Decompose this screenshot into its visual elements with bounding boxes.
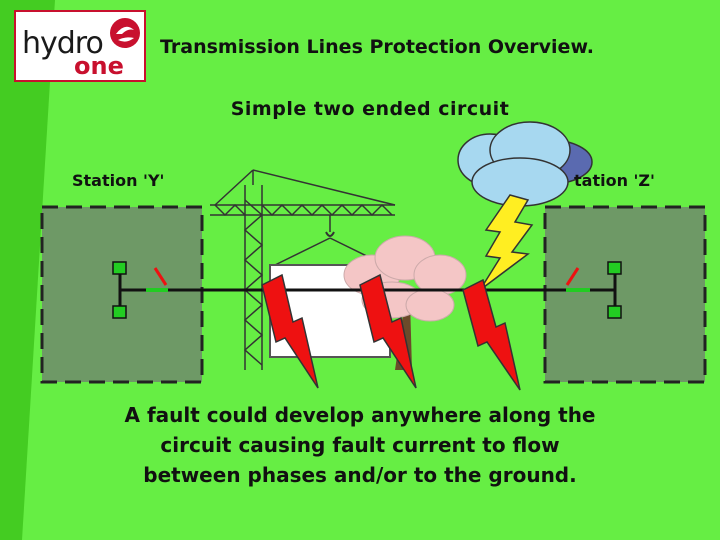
page-title: Transmission Lines Protection Overview. (160, 36, 594, 58)
caption-line-3: between phases and/or to the ground. (143, 463, 577, 487)
diagram-subtitle: Simple two ended circuit (230, 98, 510, 120)
station-z-open-switch (565, 267, 580, 286)
station-y-bottom-node (112, 305, 127, 319)
storm-cloud-icon (457, 121, 593, 207)
station-y-label: Station 'Y' (72, 171, 165, 190)
station-y-box (40, 205, 204, 384)
fault-bolt-3 (462, 278, 521, 391)
station-z-box (543, 205, 707, 384)
caption-line-1: A fault could develop anywhere along the (124, 403, 596, 427)
station-z-equipment (565, 261, 622, 319)
station-y-top-node (112, 261, 127, 275)
crane-icon (210, 169, 396, 370)
lightning-bolt-icon (479, 194, 534, 291)
logo-word-one: one (74, 52, 124, 80)
fault-bolt-1 (261, 273, 319, 389)
fault-bolt-2 (359, 273, 417, 389)
station-z-label: tation 'Z' (574, 171, 655, 190)
station-z-top-node (607, 261, 622, 275)
caption: A fault could develop anywhere along the… (40, 400, 680, 490)
logo-word-hydro: hydro (22, 26, 104, 61)
station-y-open-switch (153, 267, 168, 286)
hydro-one-logo: hydro one (14, 10, 146, 82)
logo-swirl-icon (110, 18, 140, 48)
station-z-bottom-node (607, 305, 622, 319)
caption-line-2: circuit causing fault current to flow (160, 433, 560, 457)
station-y-equipment (112, 261, 168, 319)
